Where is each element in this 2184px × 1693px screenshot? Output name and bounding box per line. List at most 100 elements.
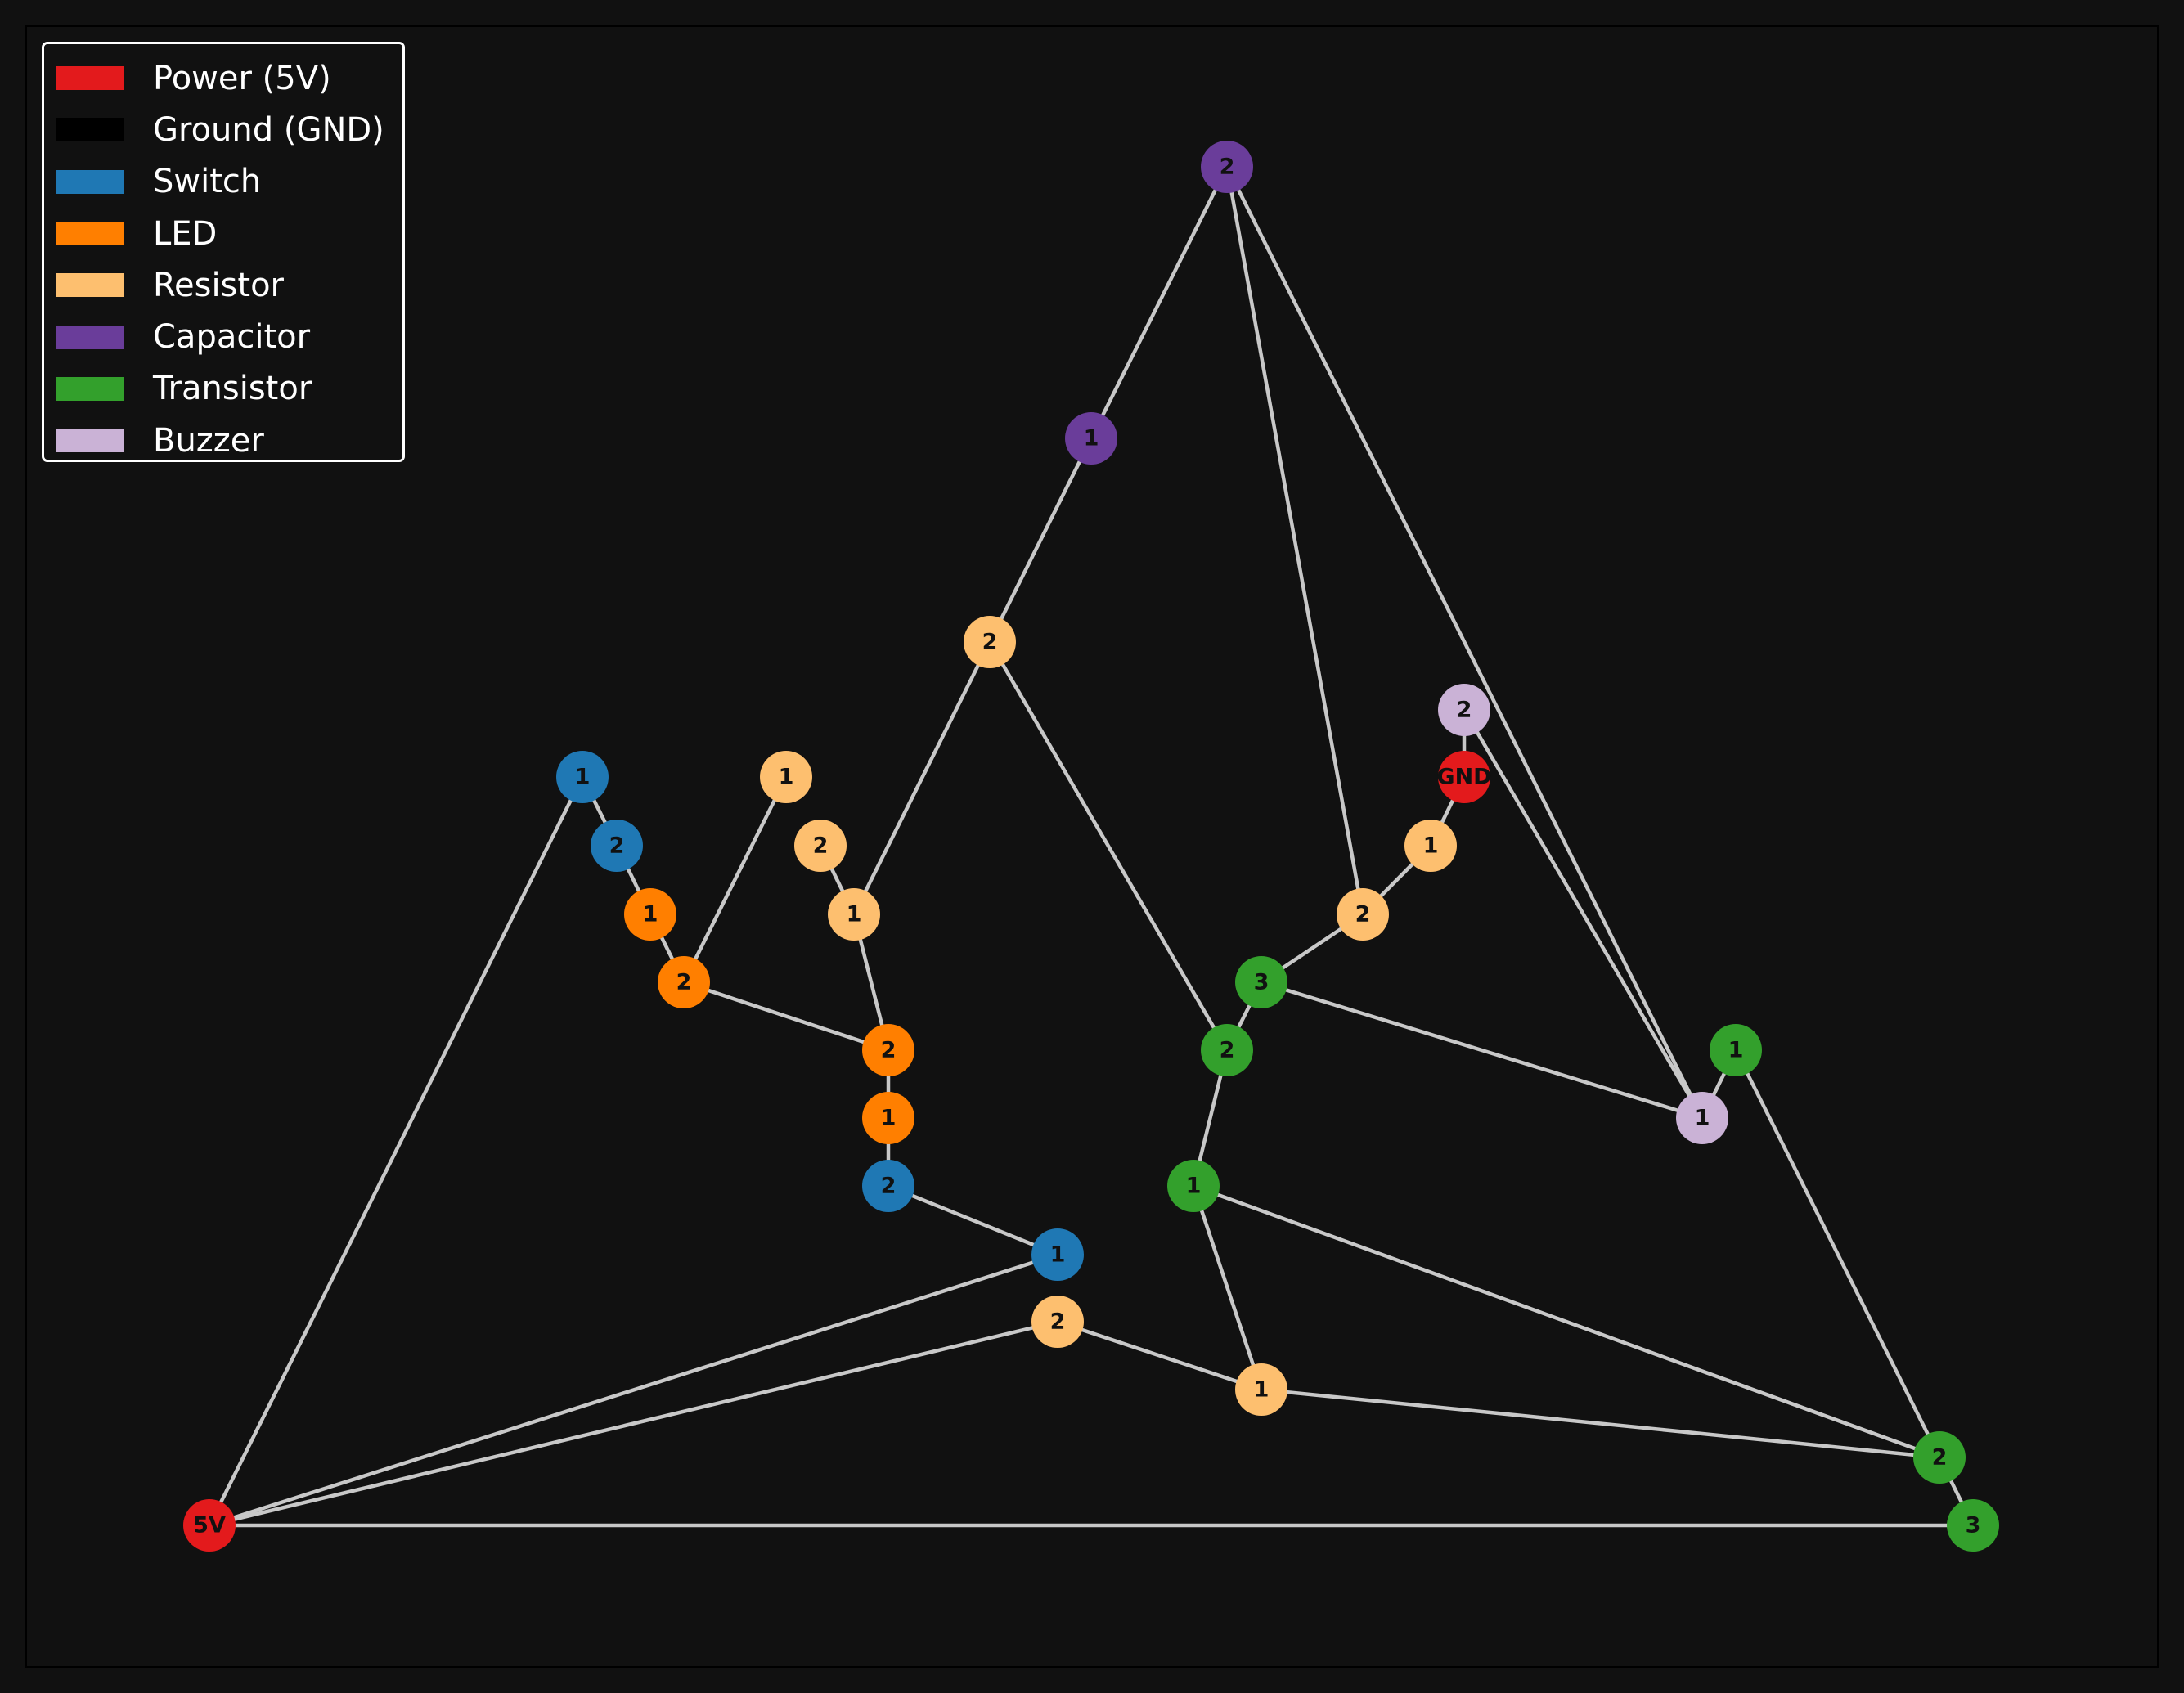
pin-label: 2	[813, 833, 829, 859]
wire-t1_3-bz1	[1261, 980, 1703, 1120]
pin-label: 1	[1423, 833, 1439, 859]
pin-label: 2	[1220, 1038, 1235, 1063]
pin-node	[1337, 888, 1389, 941]
pin-led2b: 2	[862, 1024, 914, 1076]
plot-frame	[25, 25, 2159, 1668]
pin-t2_3: 3	[1947, 1499, 1999, 1552]
pin-node	[183, 1499, 236, 1552]
pin-bz2: 2	[1438, 684, 1490, 736]
legend-label: Capacitor	[153, 318, 311, 357]
pin-r3b: 2	[964, 616, 1016, 668]
pin-led2a: 1	[862, 1092, 914, 1144]
pin-node	[1201, 141, 1253, 193]
legend-label: Resistor	[153, 266, 284, 304]
wire-bz2-bz1	[1463, 708, 1704, 1120]
wire-sw2b-sw2a	[888, 1183, 1058, 1257]
pin-label: 1	[1254, 1377, 1270, 1403]
legend-swatch	[56, 429, 124, 453]
pin-label: 2	[881, 1174, 897, 1199]
legend-swatch	[56, 66, 124, 91]
wire-c1-c2	[1089, 165, 1229, 440]
pin-node	[591, 820, 643, 872]
legend-label: Switch	[153, 163, 262, 201]
wire-led1b-led2b	[683, 980, 889, 1053]
pin-node	[1031, 1228, 1084, 1281]
legend-item-transistor: Transistor	[56, 363, 402, 415]
pin-node	[794, 820, 847, 872]
wire-r3b-r2a	[852, 640, 992, 916]
wire-pwr-sw1a	[207, 775, 585, 1527]
pin-c2: 2	[1201, 141, 1253, 193]
pin-sw1a: 1	[556, 751, 609, 803]
pin-label: 2	[676, 970, 692, 995]
pin-label: 2	[881, 1038, 897, 1063]
pin-sw2b: 2	[862, 1160, 914, 1212]
legend-label: LED	[153, 214, 218, 253]
pin-node	[1201, 1024, 1253, 1076]
pin-t1_1: 1	[1167, 1160, 1220, 1212]
pin-r1a: 1	[760, 751, 812, 803]
legend-swatch	[56, 118, 124, 142]
pin-label: 1	[847, 902, 862, 927]
pin-node	[964, 616, 1016, 668]
pin-label: 2	[1932, 1445, 1948, 1471]
pin-node	[1676, 1092, 1728, 1144]
pin-t2_1: 1	[1710, 1024, 1762, 1076]
legend-label: Buzzer	[153, 421, 264, 460]
pin-label: 3	[1254, 970, 1270, 995]
wire-t1_2-r3b	[988, 640, 1229, 1052]
pin-node	[1167, 1160, 1220, 1212]
legend-item-power: Power (5V)	[56, 52, 402, 104]
pin-t2_2: 2	[1913, 1431, 1966, 1484]
pin-r4a: 1	[1404, 820, 1457, 872]
pin-node	[1438, 751, 1490, 803]
pin-label: 1	[575, 765, 591, 790]
legend-item-ground: Ground (GND)	[56, 104, 402, 155]
legend-item-resistor: Resistor	[56, 259, 402, 311]
pin-node	[760, 751, 812, 803]
pin-node	[1913, 1431, 1966, 1484]
pin-r5b: 2	[1031, 1296, 1084, 1348]
pin-node	[862, 1024, 914, 1076]
pin-node	[556, 751, 609, 803]
wire-t2_2-t1_1	[1193, 1183, 1940, 1460]
wire-pwr-r5b	[209, 1319, 1058, 1528]
pin-node	[1235, 956, 1287, 1008]
pin-label: 1	[1186, 1174, 1202, 1199]
pin-pwr: 5V	[183, 1499, 236, 1552]
legend-label: Transistor	[153, 370, 312, 408]
legend: Power (5V) Ground (GND) Switch LED Resis…	[42, 42, 405, 462]
wire-t2_2-t2_1	[1733, 1049, 1942, 1459]
wire-led1b-r1a	[681, 775, 789, 984]
pin-r2a: 1	[828, 888, 880, 941]
pin-node	[1438, 684, 1490, 736]
pin-label: 2	[609, 833, 625, 859]
legend-swatch	[56, 376, 124, 401]
legend-item-capacitor: Capacitor	[56, 311, 402, 362]
pin-bz1: 1	[1676, 1092, 1728, 1144]
pin-label: 2	[1050, 1309, 1066, 1335]
legend-swatch	[56, 222, 124, 246]
wire-r3b-c1	[987, 437, 1094, 644]
pin-c1: 1	[1065, 412, 1117, 465]
pin-node	[1235, 1363, 1287, 1416]
legend-swatch	[56, 325, 124, 349]
pin-node	[1065, 412, 1117, 465]
pin-node	[1404, 820, 1457, 872]
pin-label: 3	[1966, 1513, 1981, 1538]
wire-r5a-t2_2	[1261, 1387, 1940, 1460]
legend-item-switch: Switch	[56, 156, 402, 208]
pin-node	[1031, 1296, 1084, 1348]
pin-node	[624, 888, 676, 941]
pin-label: 2	[982, 630, 998, 655]
pin-node	[862, 1092, 914, 1144]
pin-gnd: GND	[1436, 751, 1492, 803]
pin-sw2a: 1	[1031, 1228, 1084, 1281]
pin-r4b: 2	[1337, 888, 1389, 941]
pin-led1b: 2	[658, 956, 710, 1008]
pin-label: 1	[779, 765, 794, 790]
legend-item-led: LED	[56, 208, 402, 259]
legend-item-buzzer: Buzzer	[56, 415, 402, 466]
pin-led1a: 1	[624, 888, 676, 941]
